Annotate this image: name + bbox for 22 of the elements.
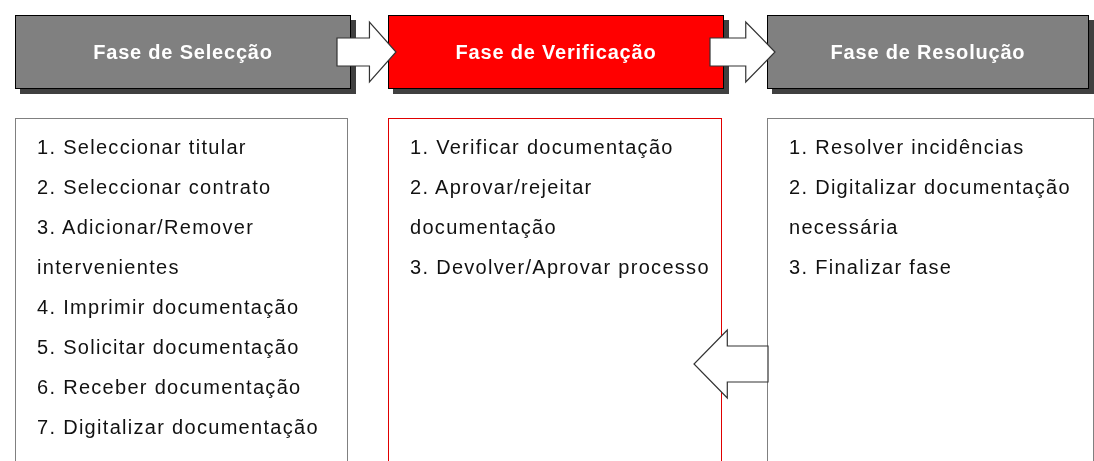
task-list-panel	[767, 118, 1094, 461]
task-item: 4. Imprimir documentação	[37, 295, 301, 320]
task-item: 7. Digitalizar documentação	[37, 415, 320, 440]
task-item: 3. Adicionar/Remover intervenientes	[37, 215, 256, 280]
task-item: 3. Finalizar fase	[789, 255, 954, 280]
task-item: 3. Devolver/Aprovar processo	[410, 255, 711, 280]
task-item: 1. Resolver incidências	[789, 135, 1026, 160]
task-item: 5. Solicitar documentação	[37, 335, 301, 360]
block-arrow	[693, 328, 769, 400]
phase-title: Fase de Verificação	[455, 40, 657, 64]
task-item: 6. Receber documentação	[37, 375, 303, 400]
task-item: 2. Digitalizar documentação necessária	[789, 175, 1072, 240]
task-item: 2. Seleccionar contrato	[37, 175, 273, 200]
phase-title: Fase de Resolução	[830, 40, 1026, 64]
task-item: 1. Verificar documentação	[410, 135, 675, 160]
task-list-panel	[15, 118, 348, 461]
task-item: 1. Seleccionar titular	[37, 135, 248, 160]
phase-title: Fase de Selecção	[93, 40, 273, 64]
block-arrow	[709, 20, 776, 84]
task-item: 2. Aprovar/rejeitar documentação	[410, 175, 594, 240]
block-arrow	[336, 20, 397, 84]
task-list-panel	[388, 118, 722, 461]
